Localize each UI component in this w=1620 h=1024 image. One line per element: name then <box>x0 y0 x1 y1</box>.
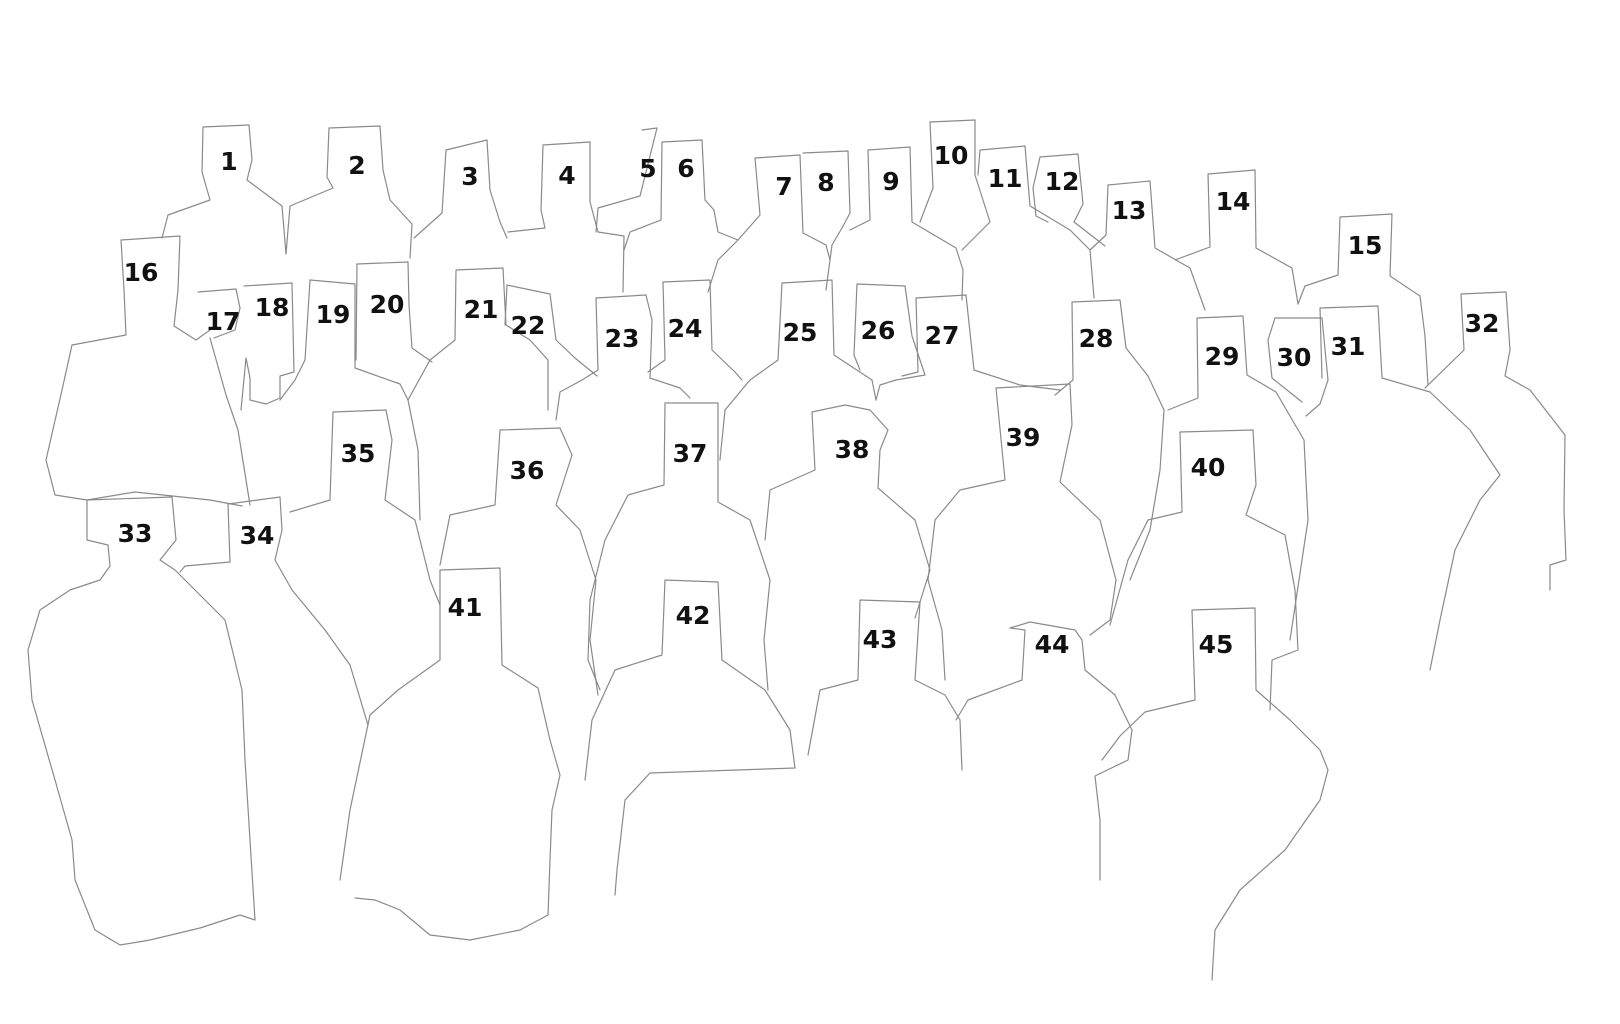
person-label-8: 8 <box>817 168 834 197</box>
person-label-14: 14 <box>1216 187 1251 216</box>
person-label-28: 28 <box>1079 324 1114 353</box>
person-label-32: 32 <box>1465 309 1500 338</box>
person-label-9: 9 <box>882 167 899 196</box>
person-label-4: 4 <box>558 161 575 190</box>
person-label-10: 10 <box>934 141 969 170</box>
person-label-19: 19 <box>316 300 351 329</box>
person-label-3: 3 <box>461 162 478 191</box>
person-label-11: 11 <box>988 164 1023 193</box>
person-label-1: 1 <box>220 147 237 176</box>
person-label-13: 13 <box>1112 196 1147 225</box>
person-label-40: 40 <box>1191 453 1226 482</box>
person-label-24: 24 <box>668 314 703 343</box>
person-label-34: 34 <box>240 521 275 550</box>
person-label-20: 20 <box>370 290 405 319</box>
person-label-39: 39 <box>1006 423 1041 452</box>
person-label-25: 25 <box>783 318 818 347</box>
person-label-36b: 37 <box>673 439 708 468</box>
person-label-30: 30 <box>1277 343 1312 372</box>
person-label-38: 38 <box>835 435 870 464</box>
person-label-23: 23 <box>605 324 640 353</box>
person-label-43: 43 <box>863 625 898 654</box>
person-label-22: 22 <box>511 311 546 340</box>
person-label-27: 27 <box>925 321 960 350</box>
person-label-18: 18 <box>255 293 290 322</box>
row-second: 16 17 18 19 20 21 22 23 24 25 26 27 28 2… <box>45 235 1567 671</box>
person-label-35: 35 <box>341 439 376 468</box>
person-label-41: 41 <box>448 593 483 622</box>
person-label-21: 21 <box>464 295 499 324</box>
person-label-17: 17 <box>206 307 241 336</box>
person-label-5: 5 <box>639 154 656 183</box>
person-label-42: 42 <box>676 601 711 630</box>
person-label-29: 29 <box>1205 342 1240 371</box>
person-label-7: 7 <box>775 172 792 201</box>
person-label-15: 15 <box>1348 231 1383 260</box>
row-third: 33 34 35 36 37 38 39 40 <box>27 383 1299 946</box>
row-back: 1 2 3 4 5 6 7 8 9 10 11 12 13 14 15 <box>161 119 1429 386</box>
person-label-6: 6 <box>677 154 694 183</box>
person-label-16: 16 <box>124 258 159 287</box>
person-label-2: 2 <box>348 151 365 180</box>
person-label-12: 12 <box>1045 167 1080 196</box>
person-label-31: 31 <box>1331 332 1366 361</box>
person-label-36: 36 <box>510 456 545 485</box>
person-label-26: 26 <box>861 316 896 345</box>
person-label-45: 45 <box>1199 630 1234 659</box>
person-label-33: 33 <box>118 519 153 548</box>
row-front: 41 42 43 44 45 <box>339 567 1329 981</box>
person-label-44: 44 <box>1035 630 1070 659</box>
